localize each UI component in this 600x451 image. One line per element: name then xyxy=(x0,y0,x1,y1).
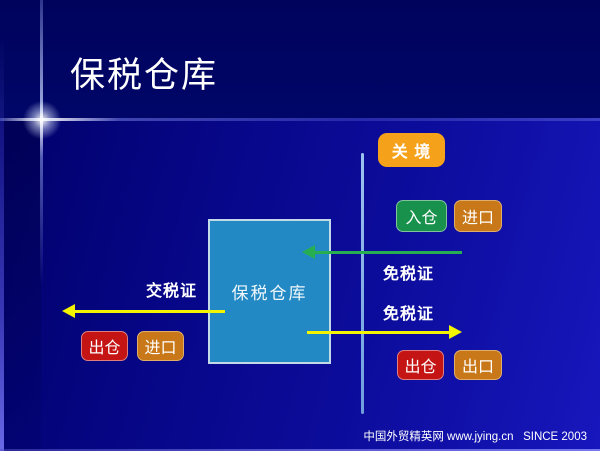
vertical-flare-line xyxy=(40,0,43,285)
left-edge-highlight xyxy=(0,0,4,451)
tax-free-certificate-inbound-label: 免税证 xyxy=(383,266,435,283)
yellow-arrow-left-head-icon xyxy=(62,304,75,318)
exit-warehouse-domestic-badge: 出仓 xyxy=(81,331,128,361)
customs-boundary-line xyxy=(361,153,364,414)
star-flare-icon xyxy=(20,98,64,142)
footer-credit: 中国外贸精英网 www.jying.cn SINCE 2003 xyxy=(363,431,587,443)
slide-title: 保税仓库 xyxy=(70,56,219,95)
import-inbound-badge: 进口 xyxy=(454,200,502,232)
bonded-warehouse-label: 保税仓库 xyxy=(231,284,308,303)
bonded-warehouse-box: 保税仓库 xyxy=(208,219,331,364)
yellow-arrow-right-head-icon xyxy=(449,325,462,339)
pay-tax-certificate-label: 交税证 xyxy=(146,283,198,300)
tax-free-certificate-outbound-label: 免税证 xyxy=(383,306,435,323)
bottom-edge-highlight xyxy=(0,449,600,451)
green-arrow-head-icon xyxy=(302,245,315,259)
export-outbound-badge: 出口 xyxy=(454,350,502,380)
exit-warehouse-export-badge: 出仓 xyxy=(397,350,444,380)
customs-territory-badge: 关 境 xyxy=(378,133,445,167)
import-domestic-badge: 进口 xyxy=(137,331,184,361)
background-top-band xyxy=(0,0,600,118)
enter-warehouse-badge: 入仓 xyxy=(396,200,447,232)
yellow-arrow-right-line xyxy=(307,331,451,334)
background-left-column xyxy=(4,118,41,451)
horizontal-flare-line xyxy=(0,118,600,121)
green-arrow-line xyxy=(314,251,462,254)
yellow-arrow-left-line xyxy=(75,310,225,313)
